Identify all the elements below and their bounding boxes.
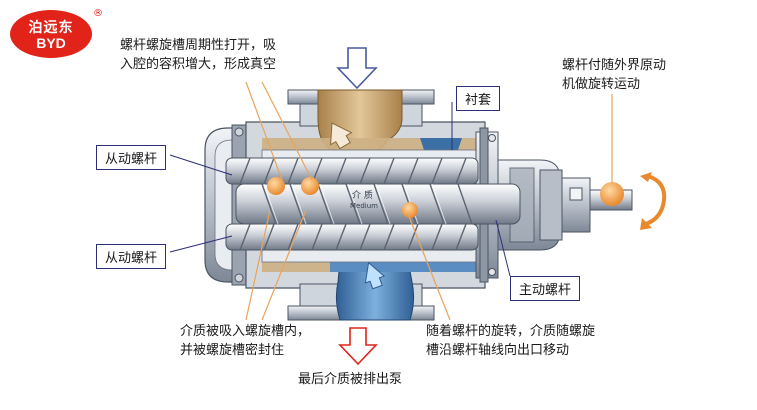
transport-line-2: 槽沿螺杆轴线向出口移动 — [426, 343, 570, 358]
transport-line-1: 随着螺杆的旋转，介质随螺旋 — [426, 324, 596, 339]
rotation-line-1: 螺杆付随外界原动 — [562, 58, 667, 73]
label-suction-description: 螺杆螺旋槽周期性打开，吸 入腔的容积增大，形成真空 — [120, 36, 276, 74]
label-pointer-lines — [169, 102, 511, 277]
label-discharge: 最后介质被排出泵 — [298, 372, 403, 387]
outlet-flow-arrow — [364, 261, 386, 290]
registered-mark: ® — [93, 8, 103, 19]
label-driven-screw-upper: 从动螺杆 — [96, 145, 167, 170]
sealed-line-2: 并被螺旋槽密封住 — [180, 343, 285, 358]
leader-lines — [245, 81, 613, 321]
label-driven-screw-lower: 从动螺杆 — [96, 244, 167, 269]
label-bushing: 衬套 — [456, 86, 501, 111]
suction-line-2: 入腔的容积增大，形成真空 — [120, 57, 277, 72]
brand-logo: 泊远东 BYD ® — [10, 8, 103, 60]
internal-flow-arrows — [330, 122, 353, 150]
rotation-arrow-icon — [640, 172, 667, 230]
label-sealed-description: 介质被吸入螺旋槽内， 并被螺旋槽密封住 — [180, 322, 310, 360]
logo-oval — [10, 10, 92, 58]
inlet-arrow-icon — [336, 47, 378, 90]
sealed-line-1: 介质被吸入螺旋槽内， — [180, 324, 311, 339]
medium-particles — [267, 177, 624, 218]
medium-en-label: Medium — [350, 202, 378, 210]
logo-name-cn: 泊远东 — [28, 20, 74, 36]
label-transport-description: 随着螺杆的旋转，介质随螺旋 槽沿螺杆轴线向出口移动 — [426, 322, 595, 360]
logo-name-en: BYD — [36, 35, 66, 51]
label-rotation-description: 螺杆付随外界原动 机做旋转运动 — [562, 56, 666, 94]
rotation-line-2: 机做旋转运动 — [562, 77, 641, 92]
suction-line-1: 螺杆螺旋槽周期性打开，吸 — [120, 38, 277, 53]
outlet-arrow-icon — [338, 327, 378, 366]
medium-cn-label: 介 质 — [352, 189, 373, 201]
label-driving-screw: 主动螺杆 — [510, 276, 581, 301]
shaft-marker — [600, 182, 624, 206]
